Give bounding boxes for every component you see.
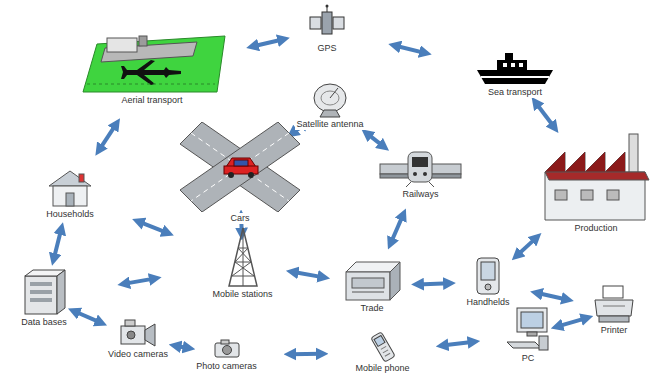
node-label: GPS [316, 43, 337, 54]
icon-node: Aerial transport [75, 34, 229, 106]
icon-node: Households [43, 168, 97, 220]
icon-node: Photo cameras [193, 338, 260, 372]
double-arrow [175, 346, 189, 349]
icon-node: Satellite antenna [293, 80, 367, 130]
factory-icon [541, 132, 651, 222]
node-label: Trade [359, 303, 384, 314]
cars-icon [180, 122, 300, 212]
node-label: Data bases [20, 317, 68, 328]
icon-node: Handhelds [463, 256, 513, 308]
node-label: Mobile phone [354, 363, 410, 374]
node-label: Cars [229, 213, 250, 224]
house-icon [45, 168, 95, 208]
rail-icon [378, 150, 463, 188]
node-label: Satellite antenna [295, 119, 364, 130]
double-arrow [252, 39, 283, 46]
pc-icon [505, 306, 551, 352]
double-arrow [391, 214, 404, 243]
double-arrow [290, 352, 322, 356]
hand-icon [473, 256, 503, 296]
icon-node: Video cameras [105, 318, 171, 360]
node-label: Railways [401, 189, 439, 200]
trade-icon [342, 258, 402, 302]
icon-node: GPS [307, 4, 347, 54]
double-arrow [367, 133, 385, 147]
double-arrow [536, 293, 567, 300]
icon-node: Production [539, 132, 653, 234]
double-arrow [74, 311, 101, 323]
icon-node: Trade [340, 258, 404, 314]
ship-icon [475, 52, 555, 86]
photo-icon [213, 338, 241, 360]
node-label: PC [521, 353, 536, 364]
node-label: Photo cameras [195, 361, 258, 372]
double-arrow [418, 283, 450, 284]
node-label: Printer [600, 325, 629, 336]
icon-node: Mobile phone [352, 332, 413, 374]
icon-node: Railways [376, 150, 465, 200]
icon-node: Cars [178, 122, 302, 224]
double-arrow [557, 318, 587, 327]
node-label: Handhelds [465, 297, 510, 308]
node-label: Sea transport [487, 87, 543, 98]
dish-icon [310, 80, 350, 118]
double-arrow [54, 229, 62, 260]
node-label: Households [45, 209, 95, 220]
double-arrow [292, 272, 324, 278]
double-arrow [99, 124, 117, 151]
printer-icon [593, 284, 635, 324]
icon-node: Data bases [18, 268, 70, 328]
double-arrow [535, 102, 554, 128]
gps-icon [309, 4, 345, 42]
icon-node: Mobile stations [209, 226, 276, 300]
plane-icon [77, 34, 227, 94]
db-icon [21, 268, 67, 316]
video-icon [119, 318, 157, 348]
double-arrow [395, 46, 426, 54]
node-label: Aerial transport [120, 95, 183, 106]
double-arrow [124, 278, 156, 284]
double-arrow [442, 342, 474, 346]
node-label: Mobile stations [211, 289, 273, 300]
icon-node: Printer [591, 284, 637, 336]
node-label: Video cameras [107, 349, 169, 360]
node-label: Production [573, 223, 618, 234]
icon-node: PC [503, 306, 553, 364]
phone-icon [368, 332, 398, 362]
double-arrow [517, 237, 537, 256]
double-arrow [138, 221, 168, 233]
tower-icon [223, 226, 263, 288]
icon-node: Sea transport [473, 52, 557, 98]
